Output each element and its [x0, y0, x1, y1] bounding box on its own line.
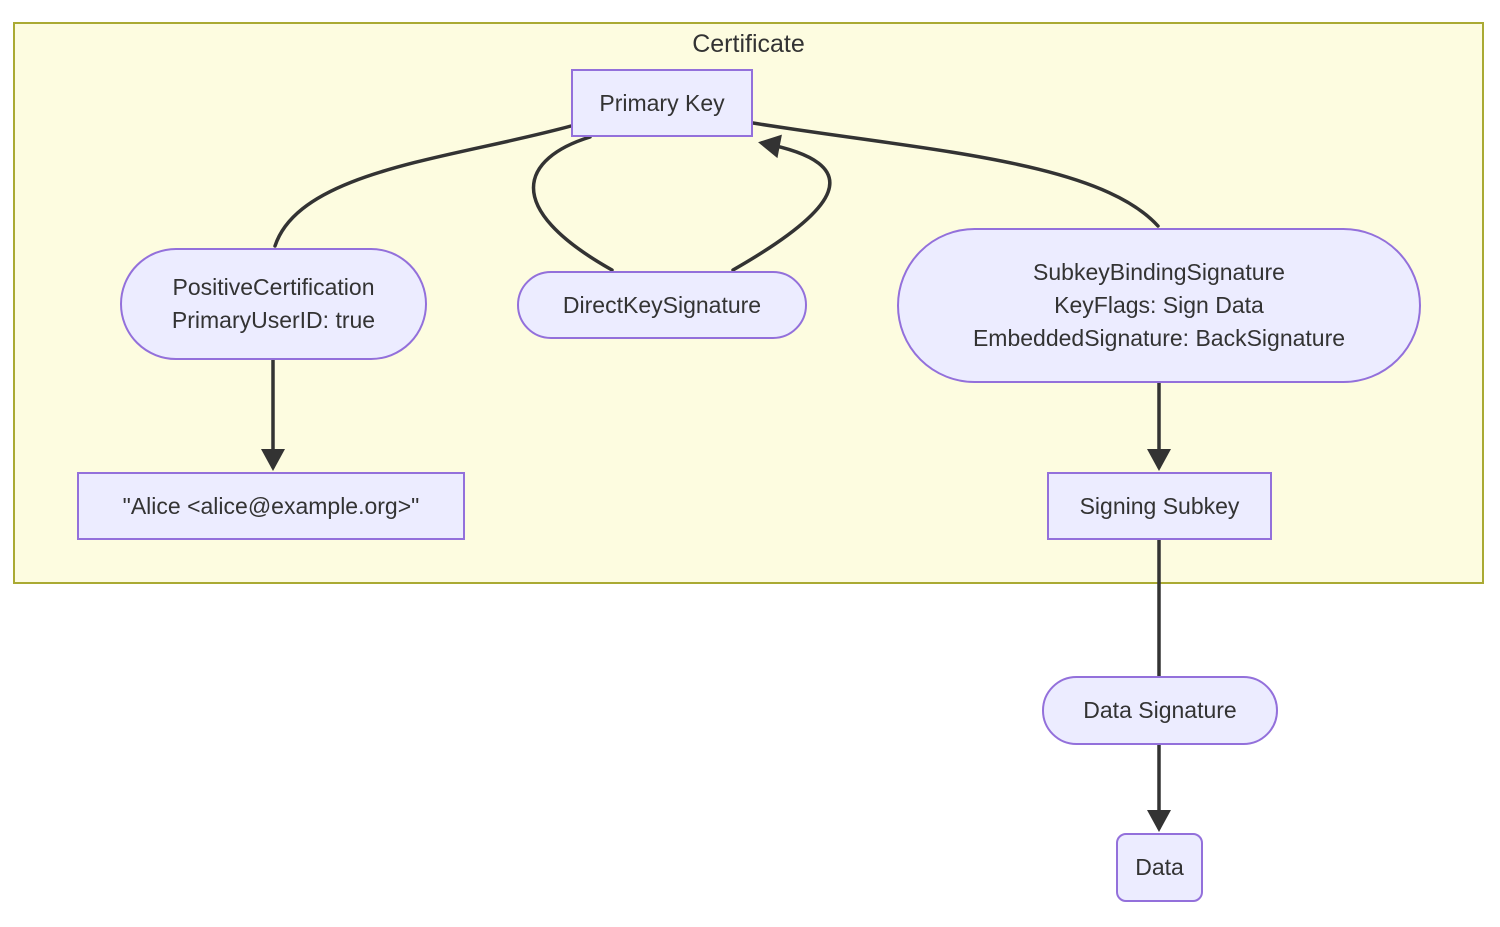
node-direct-key-signature-label: DirectKeySignature	[562, 291, 762, 318]
node-positive-certification: PositiveCertification PrimaryUserID: tru…	[120, 248, 427, 360]
node-user-id-label: "Alice <alice@example.org>"	[122, 492, 420, 519]
node-user-id: "Alice <alice@example.org>"	[77, 472, 465, 540]
cluster-title: Certificate	[692, 30, 805, 58]
node-subkey-binding-signature-line3: EmbeddedSignature: BackSignature	[972, 325, 1346, 351]
edge-primary-key-to-direct-key-signature	[531, 135, 614, 272]
node-data-label: Data	[1135, 854, 1184, 880]
node-subkey-binding-signature-line1: SubkeyBindingSignature	[1033, 259, 1285, 285]
node-primary-key: Primary Key	[571, 69, 753, 137]
node-data: Data	[1116, 833, 1203, 902]
node-subkey-binding-signature-line2: KeyFlags: Sign Data	[1054, 292, 1264, 318]
node-data-signature: Data Signature	[1042, 676, 1278, 745]
edge-primary-key-to-subkey-binding-signature	[751, 121, 1160, 228]
node-data-signature-label: Data Signature	[1083, 697, 1237, 723]
node-subkey-binding-signature: SubkeyBindingSignature KeyFlags: Sign Da…	[897, 228, 1421, 383]
node-primary-key-label: Primary Key	[599, 89, 725, 116]
edge-primary-key-to-positive-certification	[273, 124, 573, 248]
node-signing-subkey-label: Signing Subkey	[1079, 492, 1240, 519]
node-positive-certification-line1: PositiveCertification	[172, 274, 375, 300]
node-positive-certification-line2: PrimaryUserID: true	[171, 307, 376, 333]
node-signing-subkey: Signing Subkey	[1047, 472, 1272, 540]
edge-direct-key-signature-to-primary-key	[731, 134, 832, 272]
node-direct-key-signature: DirectKeySignature	[517, 271, 807, 339]
